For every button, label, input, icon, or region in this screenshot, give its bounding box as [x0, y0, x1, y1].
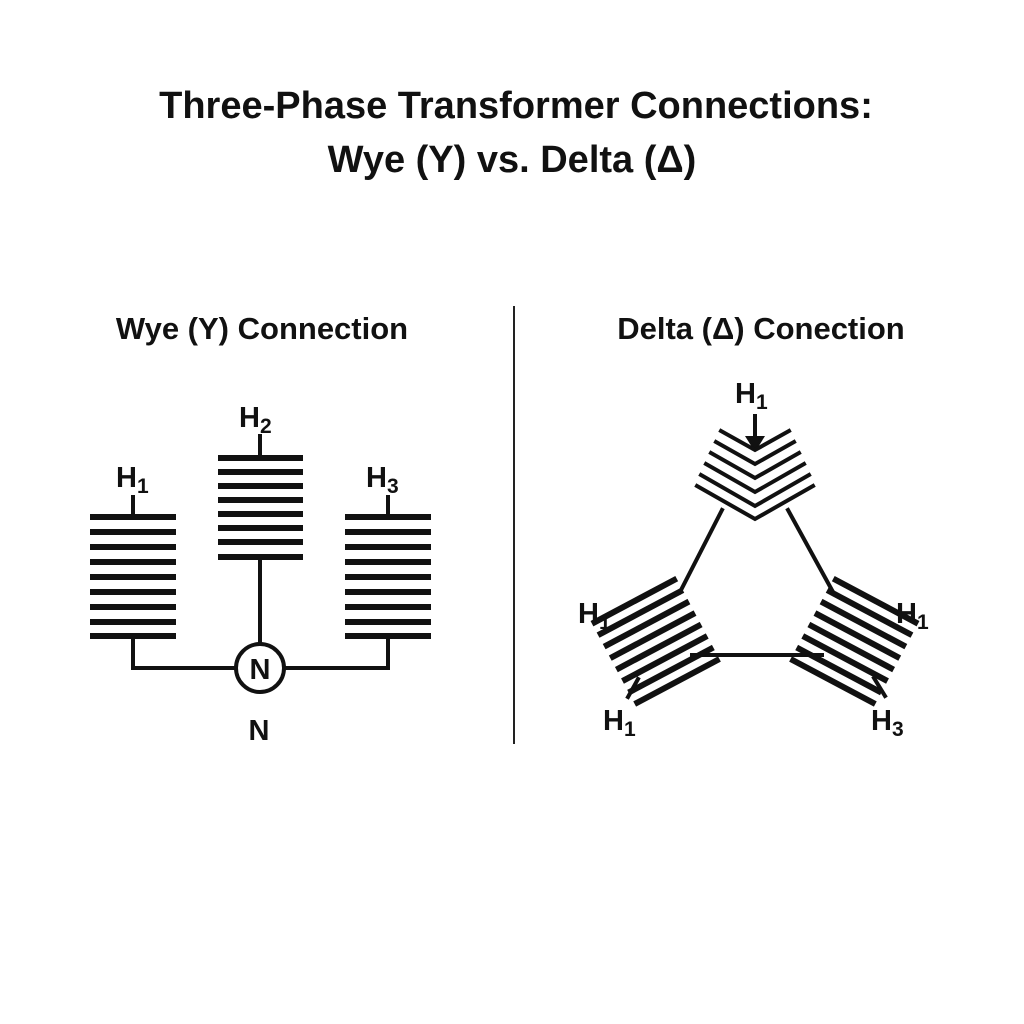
delta-section: Delta (Δ) Conection — [578, 311, 929, 741]
delta-left-edge — [677, 507, 725, 595]
wye-terminal-h1-label: H1 — [116, 462, 149, 498]
delta-terminal-top-label: H1 — [735, 378, 768, 414]
wye-neutral-symbol: N — [250, 654, 271, 686]
delta-terminal-right-lower-label: H3 — [871, 705, 904, 741]
wye-neutral-label: N — [249, 715, 270, 747]
wye-section: Wye (Y) Connection H1 H2 H3 — [90, 311, 431, 747]
delta-top-arrow-icon — [745, 436, 765, 452]
delta-heading: Delta (Δ) Conection — [617, 311, 905, 346]
delta-left-lower-lead — [625, 676, 641, 700]
wye-neutral-node — [234, 642, 286, 694]
wye-terminal-h2-label: H2 — [239, 402, 272, 438]
delta-terminal-left-upper-label: H1 — [578, 598, 611, 634]
delta-terminal-left-lower-label: H1 — [603, 705, 636, 741]
diagram-title-line-2: Wye (Y) vs. Delta (Δ) — [328, 139, 697, 181]
wye-winding-h3 — [345, 514, 431, 639]
diagram-title-line-1: Three-Phase Transformer Connections: — [159, 85, 873, 127]
wye-h3-to-neutral-wire — [284, 637, 390, 670]
delta-terminal-right-upper-label: H1 — [896, 598, 929, 634]
delta-winding-left — [590, 575, 721, 707]
wye-h1-to-neutral-wire — [131, 637, 238, 670]
wye-winding-h1 — [90, 514, 176, 639]
wye-heading: Wye (Y) Connection — [116, 311, 408, 346]
wye-terminal-h3-label: H3 — [366, 462, 399, 498]
delta-right-edge — [785, 507, 836, 595]
delta-winding-top — [694, 428, 816, 522]
delta-right-lower-lead — [871, 675, 888, 699]
delta-winding-right — [789, 575, 920, 707]
wye-winding-h2 — [218, 455, 303, 560]
